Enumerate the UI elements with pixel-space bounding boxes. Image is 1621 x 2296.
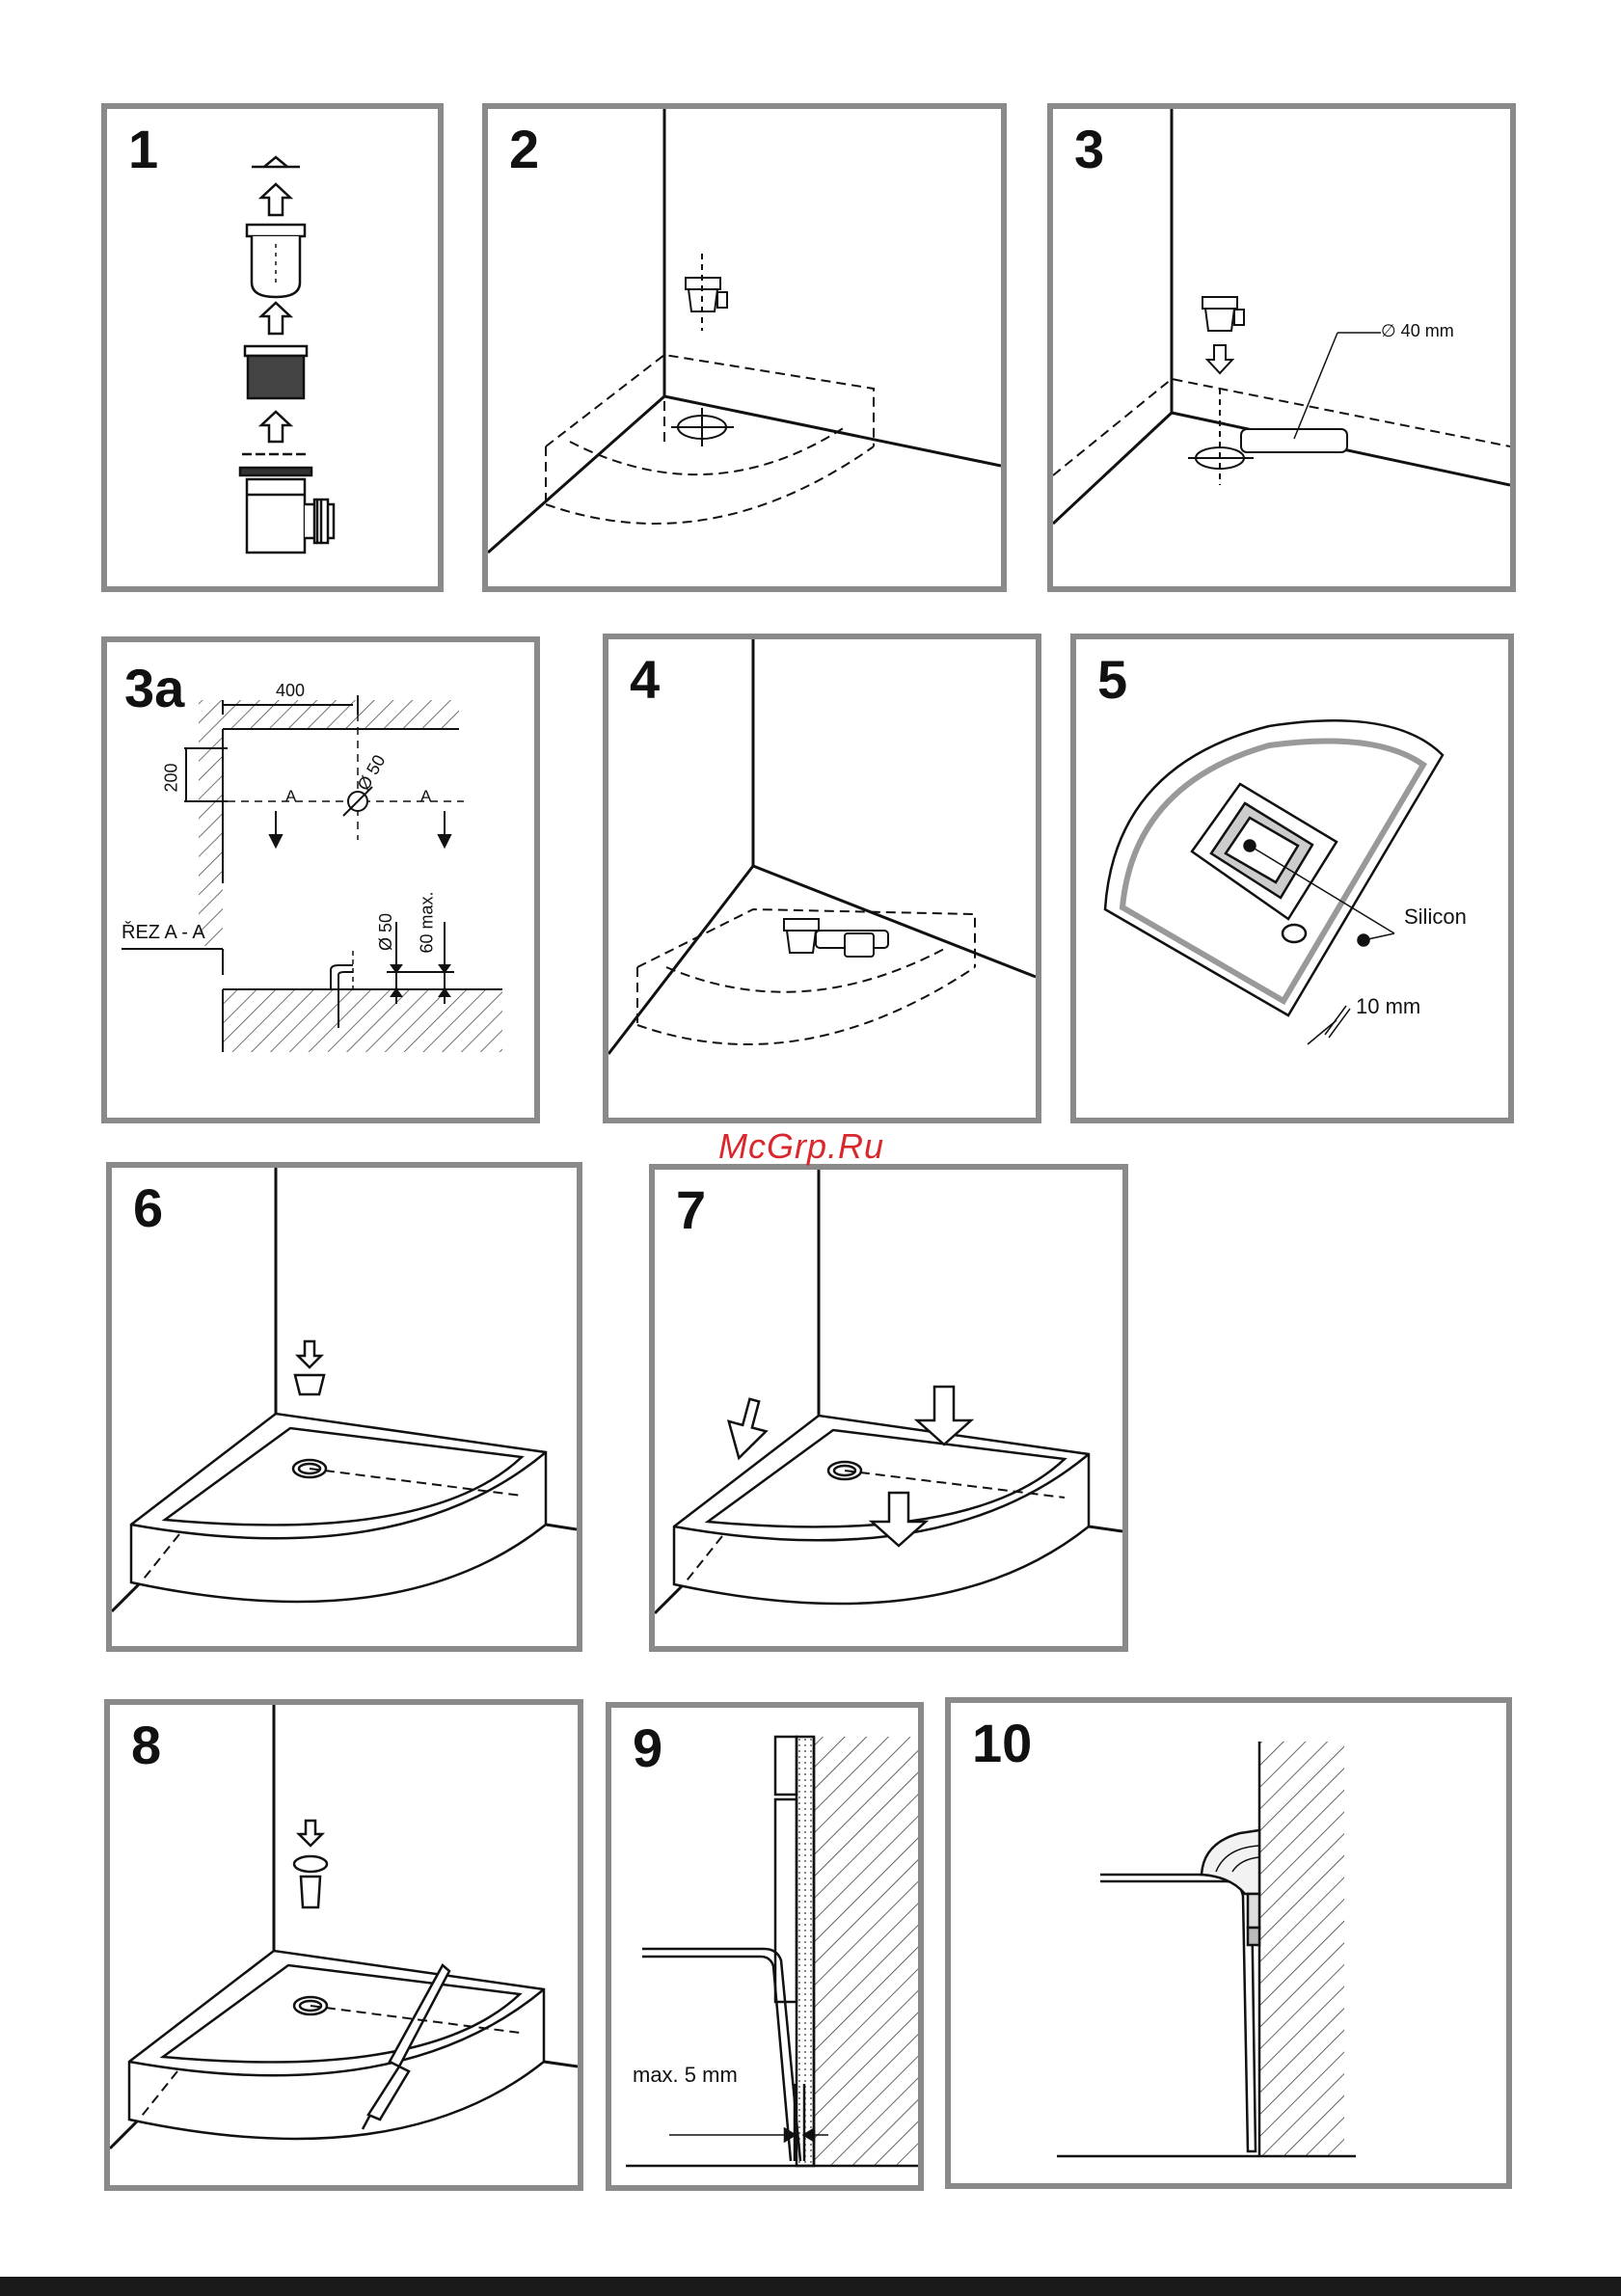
- step-10-panel: 10: [945, 1697, 1512, 2189]
- gap-10mm-label: 10 mm: [1356, 994, 1420, 1019]
- section-mark-right: A: [420, 787, 431, 806]
- pipe-diameter-label: ∅ 40 mm: [1381, 321, 1454, 341]
- connected-drain-illustration: [608, 639, 1036, 1118]
- step-8-panel: 8: [104, 1699, 583, 2191]
- wall-corner-drain-illustration: [488, 109, 1001, 586]
- step-3a-panel: 3a: [101, 636, 540, 1123]
- wall-gap-section-illustration: [611, 1708, 918, 2185]
- drain-exploded-illustration: [107, 109, 438, 586]
- tray-placement-illustration: [112, 1168, 577, 1646]
- step-9-panel: 9 max. 5 mm: [606, 1702, 924, 2191]
- step-6-panel: 6: [106, 1162, 582, 1652]
- dimension-diameter-50-section: Ø 50: [376, 913, 396, 951]
- section-title: ŘEZ A - A: [122, 922, 205, 944]
- step-3-panel: 3 ∅ 40 mm: [1047, 103, 1516, 592]
- section-mark-left: A: [285, 787, 296, 806]
- silicon-label: Silicon: [1404, 905, 1467, 930]
- step-2-panel: 2: [482, 103, 1007, 592]
- max-gap-label: max. 5 mm: [633, 2063, 738, 2088]
- dimension-200: 200: [162, 763, 182, 792]
- tray-silicone-seal-illustration: [110, 1705, 578, 2185]
- page-bottom-bar: [0, 2277, 1621, 2296]
- dimension-60-max: 60 max.: [418, 891, 438, 953]
- step-7-panel: 7: [649, 1164, 1128, 1652]
- dimension-drawing: [107, 642, 534, 1118]
- drain-pipe-illustration: [1053, 109, 1510, 586]
- dimension-400: 400: [276, 681, 305, 701]
- step-1-panel: 1: [101, 103, 444, 592]
- tray-press-down-illustration: [655, 1170, 1122, 1646]
- step-4-panel: 4: [603, 634, 1041, 1123]
- watermark: McGrp.Ru: [718, 1126, 884, 1167]
- sealing-profile-section-illustration: [951, 1703, 1506, 2183]
- step-5-panel: 5 Silicon 10 mm: [1070, 634, 1514, 1123]
- tray-underside-silicone-illustration: [1076, 639, 1508, 1118]
